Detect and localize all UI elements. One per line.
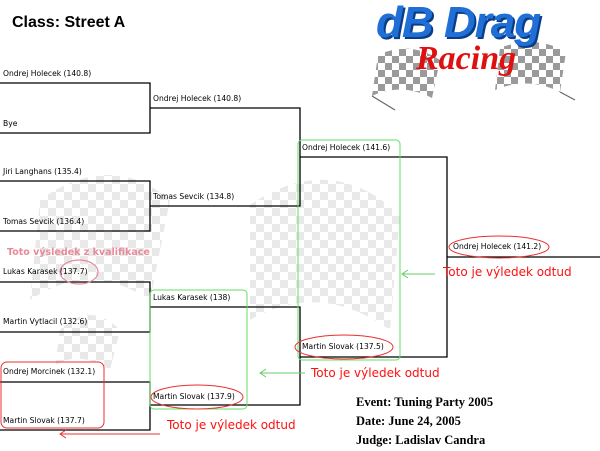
final-winner: Ondrej Holecek (141.2) bbox=[453, 242, 542, 251]
r1-m4-top: Ondrej Morcinek (132.1) bbox=[3, 367, 96, 376]
r3-slot2: Martin Slovak (137.5) bbox=[302, 342, 384, 351]
r1-m2-bottom: Tomas Sevcik (136.4) bbox=[3, 217, 85, 226]
logo-db-drag: dB Drag bbox=[376, 0, 541, 47]
qualification-note: Toto výsledek z kvalifikace bbox=[7, 247, 150, 258]
r1-m4-bottom: Martin Slovak (137.7) bbox=[3, 416, 85, 425]
logo-racing: Racing bbox=[416, 40, 517, 77]
event-name: Event: Tuning Party 2005 bbox=[356, 395, 494, 409]
logo-flags bbox=[371, 41, 576, 111]
r1-m3-bottom: Martin Vytlacil (132.6) bbox=[3, 317, 88, 326]
r2-slot1: Ondrej Holecek (140.8) bbox=[153, 94, 242, 103]
watermark-flags bbox=[30, 175, 400, 370]
annotation-round2: Toto je výledek odtud bbox=[167, 418, 296, 432]
annotation-final: Toto je výledek odtud bbox=[443, 265, 572, 279]
r1-m2-top: Jiri Langhans (135.4) bbox=[3, 167, 82, 176]
class-title: Class: Street A bbox=[12, 14, 126, 31]
r1-m1-bottom: Bye bbox=[3, 119, 18, 128]
event-judge: Judge: Ladislav Candra bbox=[356, 433, 486, 447]
event-date: Date: June 24, 2005 bbox=[356, 414, 461, 428]
annotation-round3: Toto je výledek odtud bbox=[311, 366, 440, 380]
r1-m3-top: Lukas Karasek (137.7) bbox=[3, 267, 88, 276]
r2-slot2: Tomas Sevcik (134.8) bbox=[153, 192, 235, 201]
r1-m1-top: Ondrej Holecek (140.8) bbox=[3, 69, 92, 78]
r3-slot1: Ondrej Holecek (141.6) bbox=[302, 143, 391, 152]
r2-slot4: Martin Slovak (137.9) bbox=[153, 392, 235, 401]
r2-slot3: Lukas Karasek (138) bbox=[153, 293, 231, 302]
